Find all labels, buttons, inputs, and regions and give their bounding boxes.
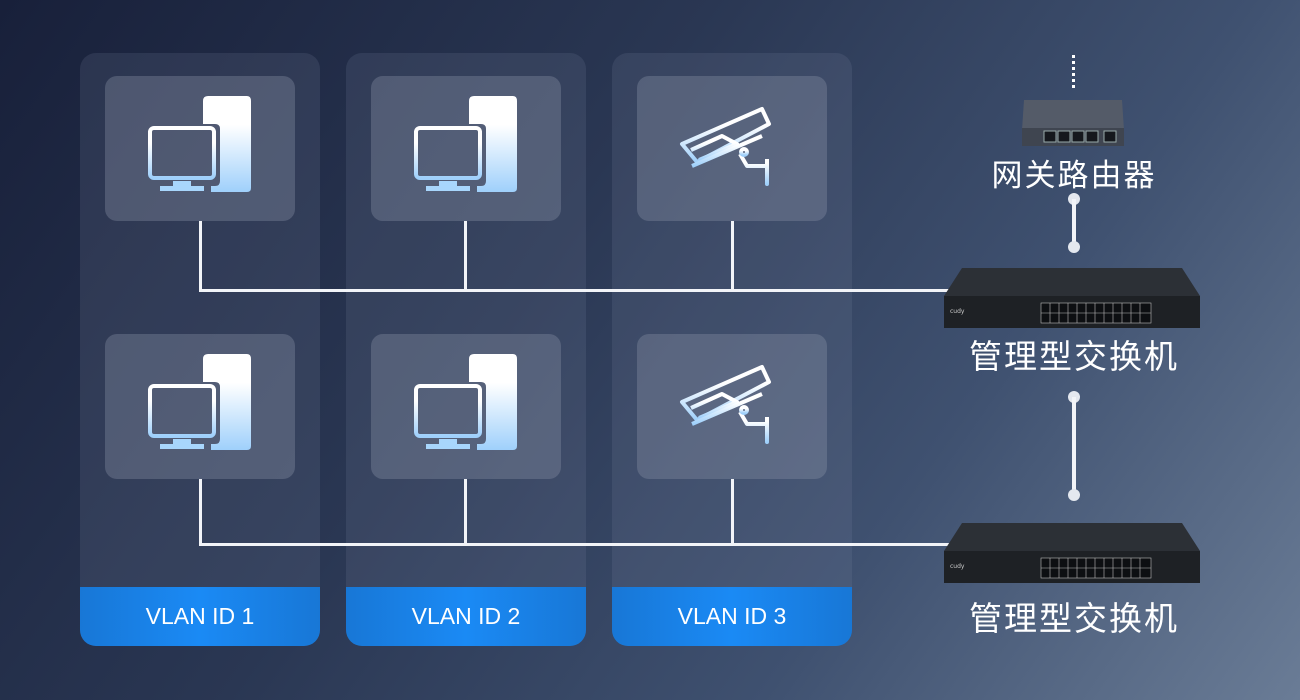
link-line bbox=[731, 479, 734, 546]
link-line bbox=[731, 221, 734, 292]
computer-icon bbox=[411, 354, 521, 459]
computer-icon bbox=[145, 354, 255, 459]
device-tile bbox=[637, 334, 827, 479]
gateway-router-label: 网关路由器 bbox=[991, 158, 1157, 194]
brand-logo: cudy bbox=[950, 563, 965, 570]
link-line bbox=[199, 221, 202, 292]
camera-icon bbox=[677, 362, 787, 452]
device-tile bbox=[105, 76, 295, 221]
vlan-label: VLAN ID 1 bbox=[80, 587, 320, 646]
vlan-label: VLAN ID 3 bbox=[612, 587, 852, 646]
device-tile bbox=[105, 334, 295, 479]
vlan-group-3: VLAN ID 3 bbox=[612, 53, 852, 646]
computer-icon bbox=[411, 96, 521, 201]
vlan-group-2: VLAN ID 2 bbox=[346, 53, 586, 646]
managed-switch-icon: cudy bbox=[944, 268, 1200, 328]
link-line bbox=[1072, 199, 1076, 247]
device-tile bbox=[371, 334, 561, 479]
vlan-label: VLAN ID 2 bbox=[346, 587, 586, 646]
router-icon bbox=[1022, 100, 1124, 146]
device-tile bbox=[371, 76, 561, 221]
camera-icon bbox=[677, 104, 787, 194]
device-tile bbox=[637, 76, 827, 221]
link-line bbox=[464, 479, 467, 546]
managed-switch-label: 管理型交换机 bbox=[969, 599, 1179, 638]
uplink-dashed-line bbox=[1072, 55, 1075, 90]
computer-icon bbox=[145, 96, 255, 201]
managed-switch-label: 管理型交换机 bbox=[969, 337, 1179, 376]
link-line bbox=[199, 543, 959, 546]
brand-logo: cudy bbox=[950, 308, 965, 315]
link-line bbox=[1072, 397, 1076, 493]
link-line bbox=[199, 479, 202, 546]
managed-switch-icon: cudy bbox=[944, 523, 1200, 583]
link-line bbox=[464, 221, 467, 292]
vlan-group-1: VLAN ID 1 bbox=[80, 53, 320, 646]
link-line bbox=[199, 289, 959, 292]
